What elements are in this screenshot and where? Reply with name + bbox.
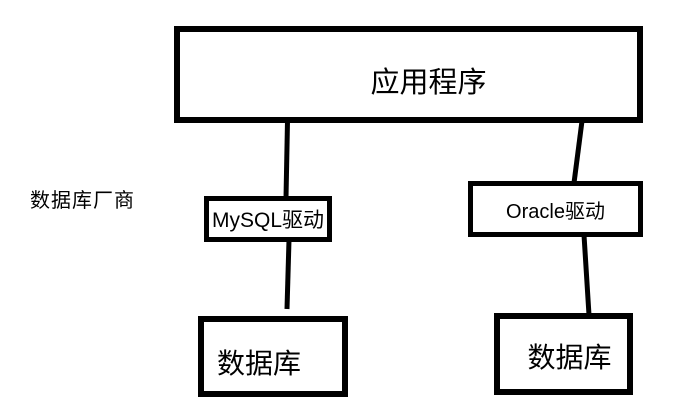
database-right-label: 数据库: [527, 342, 612, 373]
edge-oracle-driver-to-database: [581, 234, 592, 316]
database-right-box: 数据库: [494, 313, 633, 395]
mysql-driver-label: MySQL驱动: [211, 209, 324, 232]
vendor-side-label: 数据库厂商: [30, 190, 135, 212]
edge-mysql-driver-to-database: [284, 239, 292, 310]
mysql-driver-box: MySQL驱动: [204, 196, 332, 242]
oracle-driver-label: Oracle驱动: [506, 200, 605, 223]
edge-application-to-oracle-driver: [571, 120, 585, 184]
database-left-label: 数据库: [217, 348, 302, 379]
application-box: 应用程序: [174, 26, 643, 123]
edge-application-to-mysql-driver: [283, 120, 290, 199]
oracle-driver-box: Oracle驱动: [468, 181, 643, 237]
application-label: 应用程序: [370, 66, 487, 99]
database-left-box: 数据库: [198, 316, 348, 397]
